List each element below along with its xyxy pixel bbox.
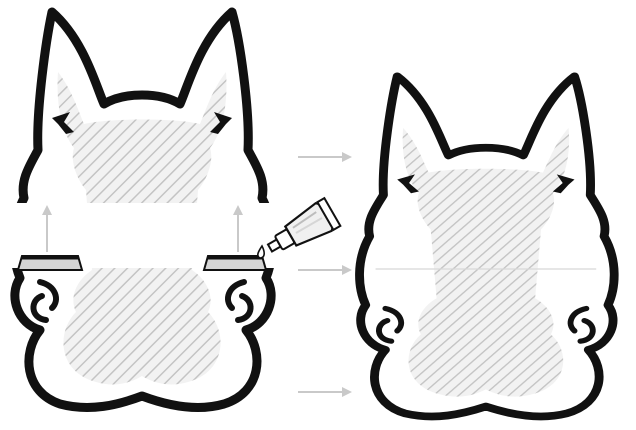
left-arm-icon <box>30 279 59 323</box>
left-ear-detail-icon <box>52 112 74 134</box>
right-arrow-icon <box>298 387 352 397</box>
right-arrow-icon <box>298 265 352 275</box>
lower-half <box>14 268 273 408</box>
glue-tube-icon <box>266 196 342 253</box>
upper-half <box>14 12 273 203</box>
glue-drop-icon <box>257 244 265 259</box>
right-arm-icon <box>567 305 596 344</box>
up-arrow-icon <box>42 205 52 252</box>
right-arm-icon <box>225 279 254 323</box>
left-ear-detail-icon <box>397 174 419 194</box>
right-ear-detail-icon <box>552 174 575 194</box>
right-arrow-icon <box>298 152 352 162</box>
right-ear-detail-icon <box>210 112 232 134</box>
right-figure <box>360 76 615 416</box>
left-figure <box>14 12 273 408</box>
left-arm-icon <box>376 305 405 344</box>
up-arrow-icon <box>233 205 243 252</box>
